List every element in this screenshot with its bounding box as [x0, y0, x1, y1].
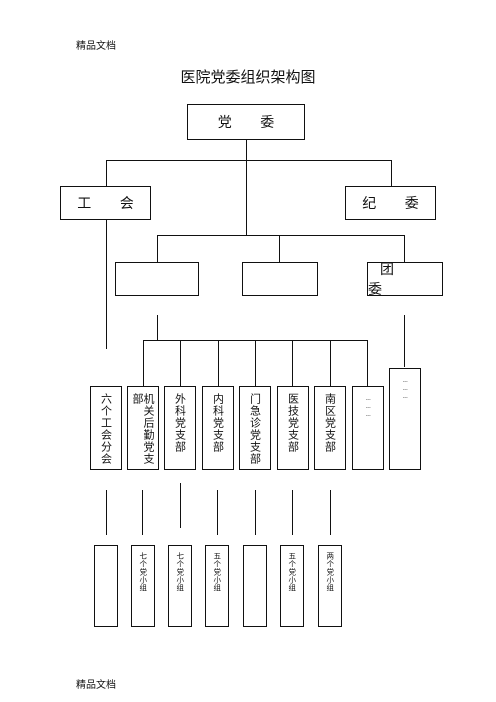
branch-label: 内科党支部	[211, 393, 225, 453]
node-party-committee: 党 委	[187, 104, 305, 140]
group-label: 两个党小组	[325, 552, 335, 592]
group-box: 两个党小组	[318, 545, 342, 627]
branch-label: 门急诊党支部	[248, 393, 262, 465]
group-label: 五个党小组	[287, 552, 297, 592]
group-box: 七个党小组	[131, 545, 155, 627]
chart-title: 医院党委组织架构图	[180, 68, 316, 86]
branch-box: 医技党支部	[277, 386, 309, 470]
node-party-committee-label: 党 委	[217, 115, 287, 131]
branch-label: 外科党支部	[173, 393, 187, 453]
branch-label: 医技党支部	[286, 393, 300, 453]
branch-label: 南区党支部	[323, 393, 337, 453]
branch-box: 南区党支部	[314, 386, 346, 470]
node-youth-league-label: 团 委	[368, 262, 406, 298]
node-labor-union: 工 会	[60, 186, 151, 220]
branch-box: 外科党支部	[164, 386, 196, 470]
group-box: 五个党小组	[205, 545, 229, 627]
branch-box: 机关后勤党支部	[127, 386, 159, 470]
branch-label: ﹍﹍﹍	[400, 375, 410, 399]
node-blank-mid-center	[242, 262, 318, 296]
node-blank-mid-left	[115, 262, 199, 296]
group-box	[243, 545, 267, 627]
group-box	[94, 545, 118, 627]
branch-label: 机关后勤党支部	[131, 393, 155, 465]
node-discipline-committee: 纪 委	[345, 186, 436, 220]
group-label: 五个党小组	[212, 552, 222, 592]
group-label: 七个党小组	[138, 552, 148, 592]
header-text: 精品文档	[76, 41, 116, 52]
branch-box: 内科党支部	[202, 386, 234, 470]
branch-box: 六个工会分会	[90, 386, 122, 470]
branch-label: 六个工会分会	[99, 393, 113, 465]
footer-text: 精品文档	[76, 680, 116, 691]
node-discipline-committee-label: 纪 委	[362, 196, 431, 212]
branch-box: ﹍﹍﹍	[389, 368, 421, 470]
branch-box: 门急诊党支部	[239, 386, 271, 470]
branch-box: ﹍﹍﹍	[352, 386, 384, 470]
group-box: 七个党小组	[168, 545, 192, 627]
node-youth-league: 团 委	[367, 262, 443, 298]
group-box: 五个党小组	[280, 545, 304, 627]
branch-label: ﹍﹍﹍	[363, 393, 373, 417]
group-label: 七个党小组	[175, 552, 185, 592]
node-labor-union-label: 工 会	[77, 196, 146, 212]
